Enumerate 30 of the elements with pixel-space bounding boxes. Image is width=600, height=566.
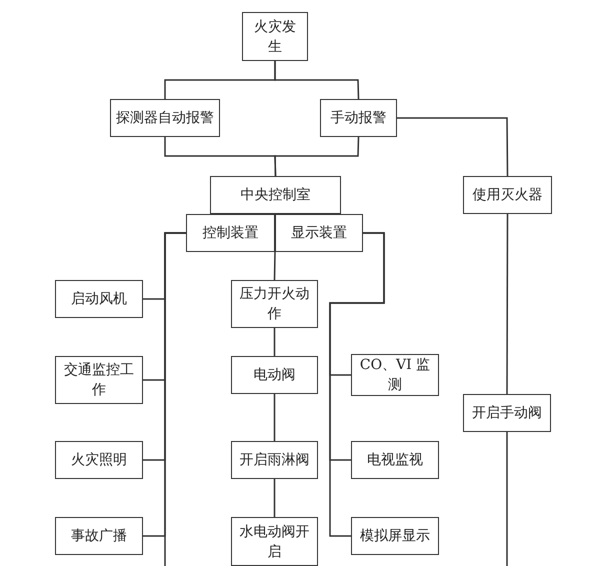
process-box: 开启手动阀 bbox=[463, 394, 551, 432]
connector-line bbox=[506, 432, 508, 566]
process-box: 压力开火动作 bbox=[231, 280, 318, 328]
connector-line bbox=[329, 232, 385, 537]
connector-line bbox=[506, 214, 508, 394]
process-box: 电视监视 bbox=[351, 441, 439, 479]
process-box: 电动阀 bbox=[231, 356, 318, 394]
process-box: 开启雨淋阀 bbox=[231, 441, 318, 479]
connector-line bbox=[274, 61, 360, 100]
process-box: 手动报警 bbox=[320, 99, 397, 137]
connector-line bbox=[274, 328, 276, 356]
process-box: 模拟屏显示 bbox=[351, 517, 439, 555]
process-box: 使用灭火器 bbox=[463, 176, 552, 214]
process-box: 中央控制室 bbox=[210, 176, 341, 214]
process-box: 探测器自动报警 bbox=[110, 99, 220, 137]
connector-line bbox=[274, 394, 276, 441]
connector-line bbox=[274, 136, 360, 176]
process-box: CO、VI 监测 bbox=[351, 354, 439, 396]
connector-line bbox=[274, 479, 276, 517]
process-box: 启动风机 bbox=[55, 280, 143, 318]
connector-line bbox=[274, 252, 276, 280]
process-box: 火灾照明 bbox=[55, 441, 143, 479]
process-box: 火灾发生 bbox=[242, 12, 308, 61]
connector-line bbox=[397, 117, 508, 176]
process-box: 水电动阀开启 bbox=[231, 517, 318, 566]
process-box: 显示装置 bbox=[275, 214, 363, 252]
process-box: 控制装置 bbox=[186, 214, 275, 252]
process-box: 交通监控工作 bbox=[55, 356, 143, 404]
connector-line bbox=[164, 232, 186, 566]
process-box: 事故广播 bbox=[55, 517, 143, 555]
